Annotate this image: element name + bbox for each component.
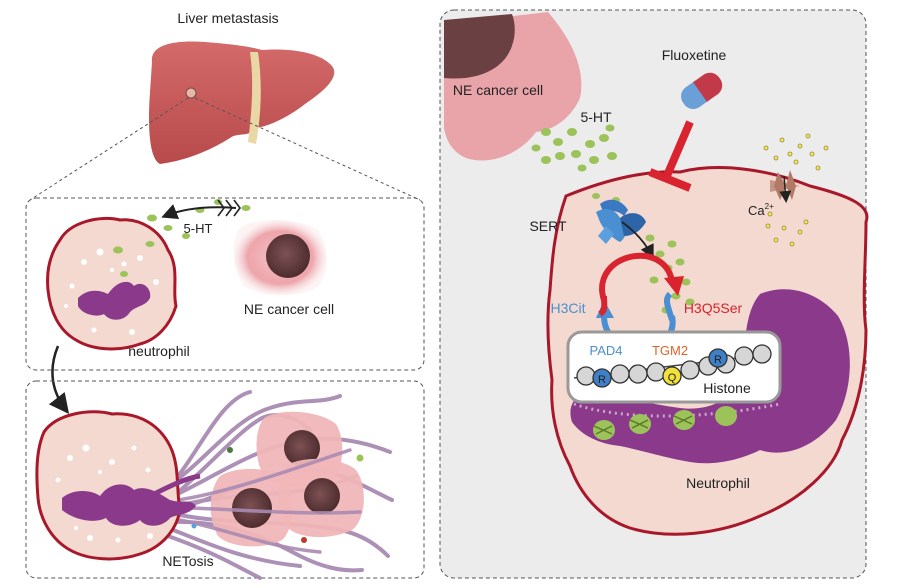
ne-cancer-cell-right — [444, 12, 582, 161]
liver-title: Liver metastasis — [177, 10, 278, 26]
sert-label: SERT — [529, 218, 567, 234]
residue-q: Q — [668, 372, 677, 384]
transition-arrow — [48, 345, 70, 414]
calcium-ions — [763, 133, 829, 247]
nucleosomes — [593, 406, 737, 440]
panel-netosis — [25, 380, 425, 579]
tgm2-label: TGM2 — [652, 343, 688, 358]
residue-r1: R — [598, 374, 606, 386]
residue-r2: R — [714, 354, 722, 366]
calcium-label: Ca2+ — [748, 202, 774, 218]
inhibition-symbol — [648, 120, 694, 192]
neutrophil-cell-upper — [46, 216, 178, 351]
netosis-label: NETosis — [162, 553, 213, 569]
histone-label: Histone — [703, 380, 751, 396]
five-ht-label-right: 5-HT — [580, 109, 612, 125]
sert-transporter-icon — [596, 199, 646, 244]
h3q5ser-label: H3Q5Ser — [684, 300, 743, 316]
neutrophil-cell-lower — [35, 410, 201, 561]
ne-cancer-label-right: NE cancer cell — [453, 82, 543, 98]
h3cit-label: H3Cit — [550, 300, 585, 316]
five-ht-label-left: 5-HT — [184, 221, 213, 236]
histone-residues — [576, 344, 772, 388]
neutrophil-label-right: Neutrophil — [686, 475, 750, 491]
ne-cancer-cells-netosis — [210, 411, 364, 547]
panel-neutrophil-recruitment — [25, 197, 425, 371]
ne-cancer-label-left: NE cancer cell — [244, 301, 334, 317]
liver-illustration — [149, 41, 335, 164]
ne-cancer-cell-left — [233, 219, 327, 296]
pad4-label: PAD4 — [590, 343, 623, 358]
fluoxetine-capsule-icon — [681, 72, 723, 109]
neutrophil-label-left: neutrophil — [128, 343, 190, 359]
serotonin-release-left — [147, 199, 251, 239]
fluoxetine-label: Fluoxetine — [662, 47, 727, 63]
